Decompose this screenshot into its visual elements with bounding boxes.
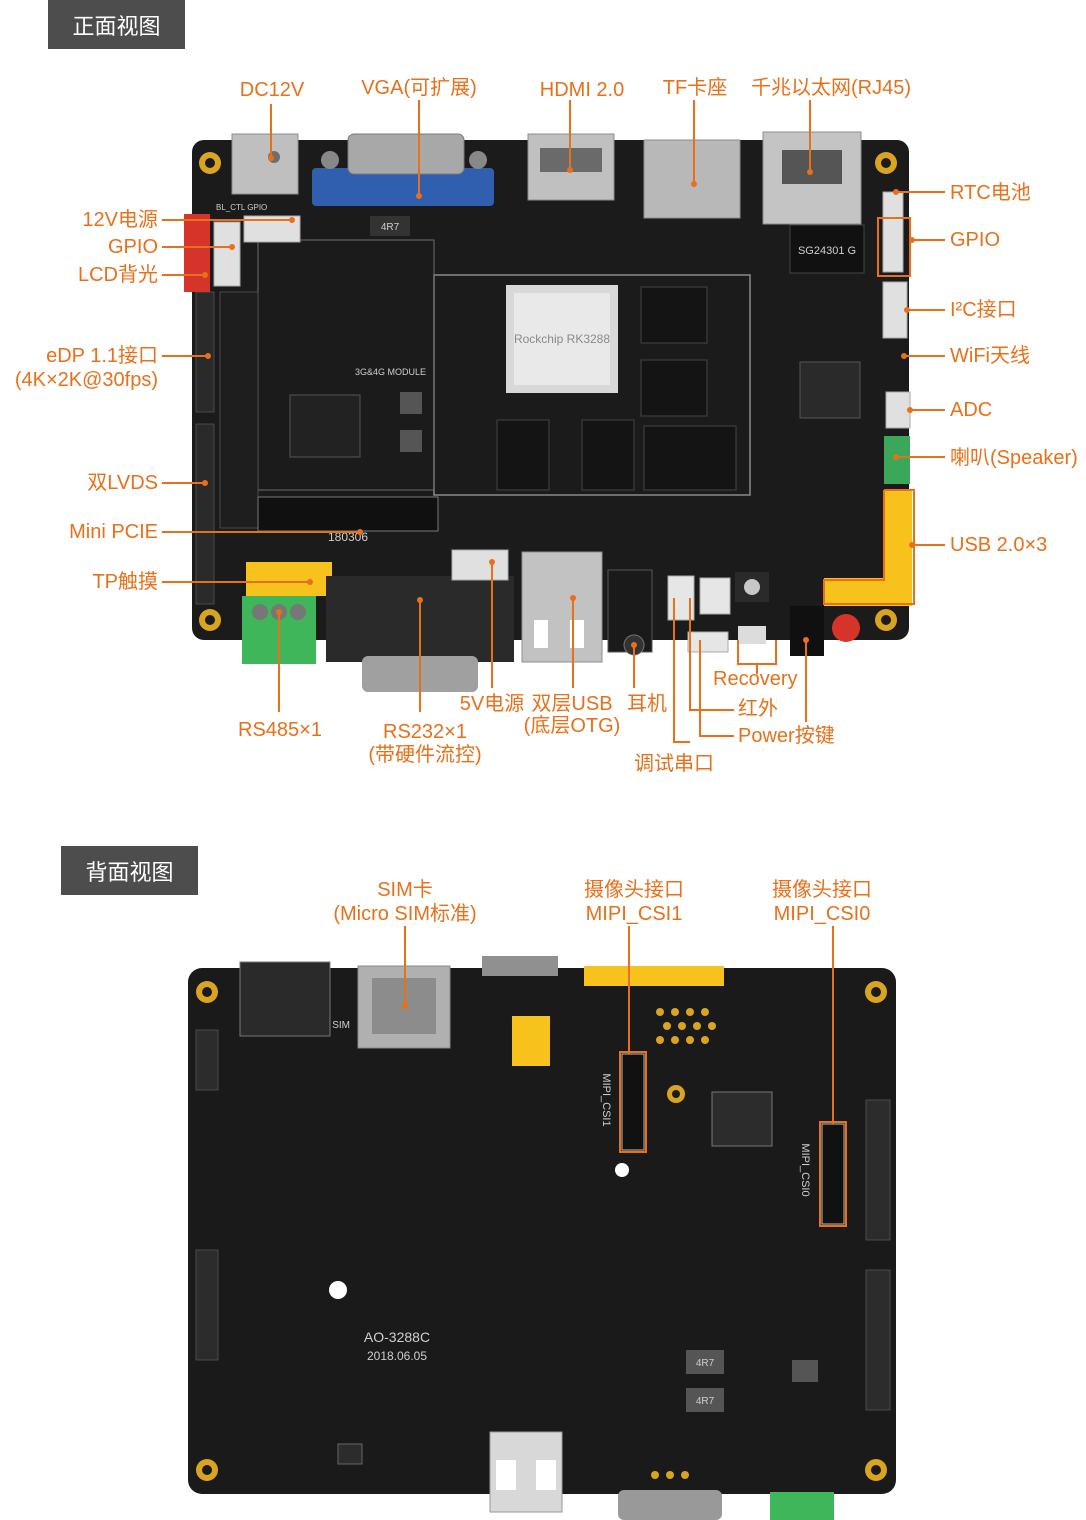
label-edp: eDP 1.1接口 <box>46 345 158 367</box>
label-speaker: 喇叭(Speaker) <box>950 447 1078 469</box>
svg-text:4R7: 4R7 <box>696 1358 715 1369</box>
svg-text:SG24301 G: SG24301 G <box>798 245 856 257</box>
front-leader-lines <box>162 100 945 743</box>
svg-text:4R7: 4R7 <box>696 1396 715 1407</box>
label-recovery: Recovery <box>713 668 798 690</box>
svg-text:3G&4G MODULE: 3G&4G MODULE <box>355 367 426 377</box>
label-csi1-name: MIPI_CSI1 <box>585 903 683 925</box>
label-csi0-name: MIPI_CSI0 <box>773 903 871 925</box>
svg-text:4R7: 4R7 <box>381 222 400 233</box>
label-ir: 红外 <box>738 698 778 720</box>
label-csi0: 摄像头接口 <box>772 879 872 901</box>
label-tf: TF卡座 <box>662 77 728 99</box>
label-5v-power: 5V电源 <box>459 693 525 715</box>
label-sim-std: (Micro SIM标准) <box>333 903 477 925</box>
label-12v-power: 12V电源 <box>82 209 158 231</box>
label-dc12v: DC12V <box>239 79 305 101</box>
label-rs485: RS485×1 <box>238 719 322 741</box>
svg-text:MIPI_CSI1: MIPI_CSI1 <box>600 1073 612 1126</box>
label-lvds: 双LVDS <box>87 472 158 494</box>
label-rj45: 千兆以太网(RJ45) <box>750 77 911 99</box>
svg-text:BL_CTL GPIO: BL_CTL GPIO <box>216 203 267 212</box>
svg-text:MIPI_CSI0: MIPI_CSI0 <box>799 1143 811 1196</box>
back-leader-lines <box>404 926 834 1124</box>
front-board: Rockchip RK3288 SG24301 G 4R7 180306 <box>184 131 912 692</box>
label-csi1: 摄像头接口 <box>584 879 684 901</box>
label-vga: VGA(可扩展) <box>361 77 477 99</box>
label-gpio-right: GPIO <box>950 229 1001 251</box>
svg-text:SIM: SIM <box>332 1020 350 1031</box>
label-debug: 调试串口 <box>634 753 714 775</box>
label-edp-res: (4K×2K@30fps) <box>14 369 158 391</box>
svg-text:AO-3288C: AO-3288C <box>364 1329 430 1345</box>
label-usb-dual: 双层USB <box>531 693 613 715</box>
label-gpio-left: GPIO <box>107 236 158 258</box>
label-minipcie: Mini PCIE <box>69 521 158 543</box>
label-tp: TP触摸 <box>92 571 158 593</box>
label-sim: SIM卡 <box>377 879 433 901</box>
label-rtc: RTC电池 <box>950 182 1031 204</box>
label-i2c: I²C接口 <box>950 299 1017 321</box>
label-rs232-flow: (带硬件流控) <box>368 744 482 766</box>
label-usb-otg: (底层OTG) <box>523 715 621 737</box>
label-rs232: RS232×1 <box>383 721 467 743</box>
label-hdmi: HDMI 2.0 <box>539 79 625 101</box>
label-adc: ADC <box>950 399 993 421</box>
svg-text:Rockchip RK3288: Rockchip RK3288 <box>514 332 610 346</box>
svg-text:2018.06.05: 2018.06.05 <box>367 1349 427 1363</box>
back-board: SIM MIPI_CSI1 MIPI_CSI0 4R7 4R7 AO-3288C… <box>188 956 896 1520</box>
label-wifi: WiFi天线 <box>950 345 1030 367</box>
label-power-key: Power按键 <box>738 725 835 747</box>
label-earphone: 耳机 <box>627 693 667 715</box>
front-view-tag: 正面视图 <box>48 0 185 49</box>
label-lcd: LCD背光 <box>77 264 158 286</box>
label-usb3x: USB 2.0×3 <box>950 534 1048 556</box>
back-view-tag: 背面视图 <box>61 846 198 895</box>
